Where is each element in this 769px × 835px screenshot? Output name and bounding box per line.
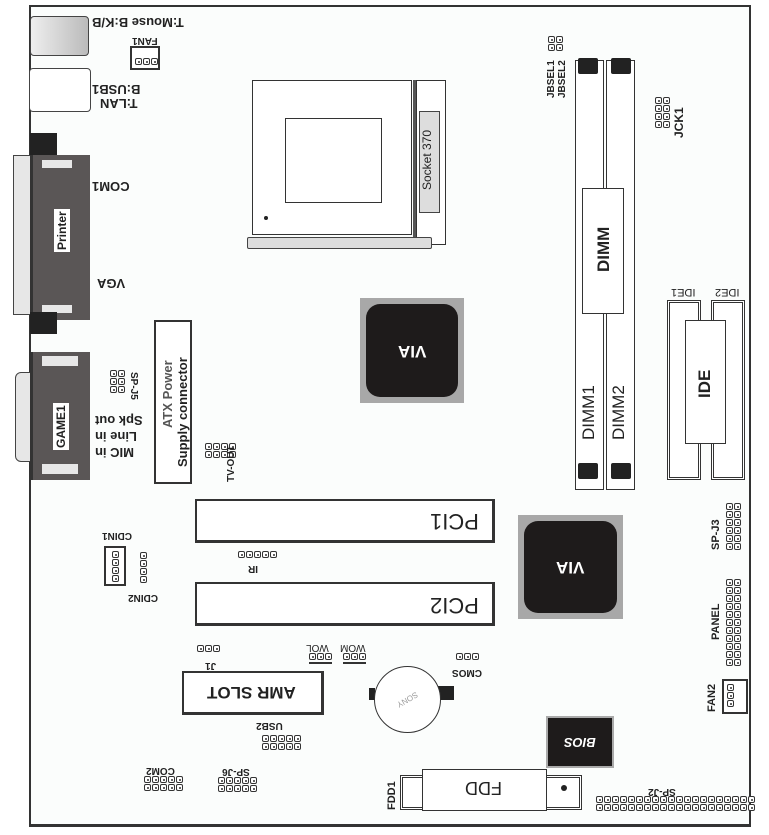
sp-j2-header xyxy=(596,796,755,811)
panel-header xyxy=(726,579,741,666)
amr-slot-label: AMR SLOT xyxy=(207,683,296,702)
fan2-header xyxy=(722,679,748,714)
socket-lever-strip xyxy=(413,80,416,238)
jbsel-header xyxy=(548,36,563,51)
j1-header xyxy=(197,645,220,652)
fdd-key-dot xyxy=(561,785,567,791)
dimm-label-box xyxy=(582,188,624,314)
com1-label: COM1 xyxy=(92,179,130,194)
cdin2-header xyxy=(140,552,147,583)
ide-label: IDE xyxy=(695,369,714,398)
fdd-label-box xyxy=(422,769,547,811)
lan-label: T:LAN xyxy=(100,96,138,111)
dimm2-label: DIMM2 xyxy=(609,385,628,440)
game1-label: GAME1 xyxy=(53,403,69,450)
pci1-label: PCI1 xyxy=(430,509,479,534)
pin1-marker xyxy=(264,216,268,220)
usb1-label: B:USB1 xyxy=(92,82,141,97)
mic-in-label: MIC in xyxy=(95,445,134,460)
cdin1-label: CDIN1 xyxy=(102,530,133,541)
socket-lever xyxy=(247,237,432,249)
north-bridge-chip: VIA xyxy=(360,298,464,403)
wol-label: WOL xyxy=(306,642,329,653)
dimm1-latch-top xyxy=(578,58,598,74)
cmos-label: CMOS xyxy=(452,667,482,678)
dimm1-label: DIMM1 xyxy=(579,385,598,440)
cdin2-label: CDIN2 xyxy=(128,592,159,603)
pci1-slot[interactable] xyxy=(195,499,495,543)
fdd-label: FDD xyxy=(465,778,502,798)
amr-slot[interactable] xyxy=(182,671,324,715)
wol-header xyxy=(309,653,332,664)
mouse-kb-label: T:Mouse B:K/B xyxy=(92,15,184,30)
spk-out-label: Spk out xyxy=(95,413,143,428)
atx-power-label-1: ATX Power xyxy=(160,360,175,428)
sp-j2-label: SP-J2 xyxy=(648,786,676,797)
sp-j3-header xyxy=(726,503,741,550)
wom-label: WOM xyxy=(340,642,366,653)
fdd1-label: FDD1 xyxy=(386,781,398,810)
com2-label: COM2 xyxy=(146,765,175,776)
battery-clip-right xyxy=(438,686,454,700)
fan1-header xyxy=(130,46,160,70)
printer-label: Printer xyxy=(54,209,70,252)
wom-header xyxy=(343,653,366,664)
dimm2-latch-bottom xyxy=(611,463,631,479)
ide1-label: IDE1 xyxy=(671,286,696,298)
bios-chip: BIOS xyxy=(546,716,614,768)
screw-bottom xyxy=(30,312,57,334)
ide-label-box xyxy=(685,320,726,444)
ir-label: IR xyxy=(248,563,258,574)
fan2-label: FAN2 xyxy=(706,683,718,712)
ir-header xyxy=(238,551,277,558)
jbsel1-label: JBSEL1 xyxy=(546,60,557,98)
usb2-header xyxy=(262,735,301,750)
usb2-label: USB2 xyxy=(256,720,283,731)
screw-top xyxy=(30,133,57,155)
cmos-header xyxy=(456,653,479,660)
sp-j6-header xyxy=(218,777,257,792)
com2-header xyxy=(144,776,183,791)
ide2-label: IDE2 xyxy=(715,286,740,298)
dimm1-latch-bottom xyxy=(578,463,598,479)
south-bridge-chip: VIA xyxy=(518,515,623,619)
sp-j3-label: SP-J3 xyxy=(710,519,722,550)
jck1-header xyxy=(655,97,670,128)
tv-out-label: TV-OUT xyxy=(226,445,237,482)
panel-label: PANEL xyxy=(710,603,722,640)
dimm2-latch-top xyxy=(611,58,631,74)
cpu-die xyxy=(285,118,382,203)
battery-label: SONY xyxy=(395,689,420,710)
fan1-label: FAN1 xyxy=(132,35,158,46)
cdin1-header xyxy=(104,546,126,586)
socket-label: Socket 370 xyxy=(420,129,434,190)
line-in-label: Line in xyxy=(95,429,137,444)
socket-label-box xyxy=(419,111,440,213)
sp-j6-label: SP-J6 xyxy=(222,766,250,777)
ps2-connector xyxy=(30,16,89,56)
south-bridge-label: VIA xyxy=(556,558,585,577)
j1-label: J1 xyxy=(205,660,217,671)
sp-j5-label: SP-J5 xyxy=(128,372,139,400)
vga-label: VGA xyxy=(97,276,126,291)
jbsel2-label: JBSEL2 xyxy=(557,60,568,98)
jck1-label: JCK1 xyxy=(672,107,686,138)
bios-label: BIOS xyxy=(564,734,596,750)
sp-j5-header xyxy=(110,370,125,393)
dimm-label: DIMM xyxy=(594,226,613,272)
game-port xyxy=(30,352,90,480)
north-bridge-label: VIA xyxy=(397,341,427,361)
pci2-slot[interactable] xyxy=(195,582,495,626)
atx-power-connector xyxy=(154,320,192,484)
tv-out-header xyxy=(205,443,236,458)
lan-usb-connector xyxy=(29,68,91,112)
cmos-battery: SONY xyxy=(374,666,441,733)
pci2-label: PCI2 xyxy=(430,593,479,618)
atx-power-label-2: Supply connector xyxy=(175,357,190,467)
battery-clip-left xyxy=(369,688,375,700)
